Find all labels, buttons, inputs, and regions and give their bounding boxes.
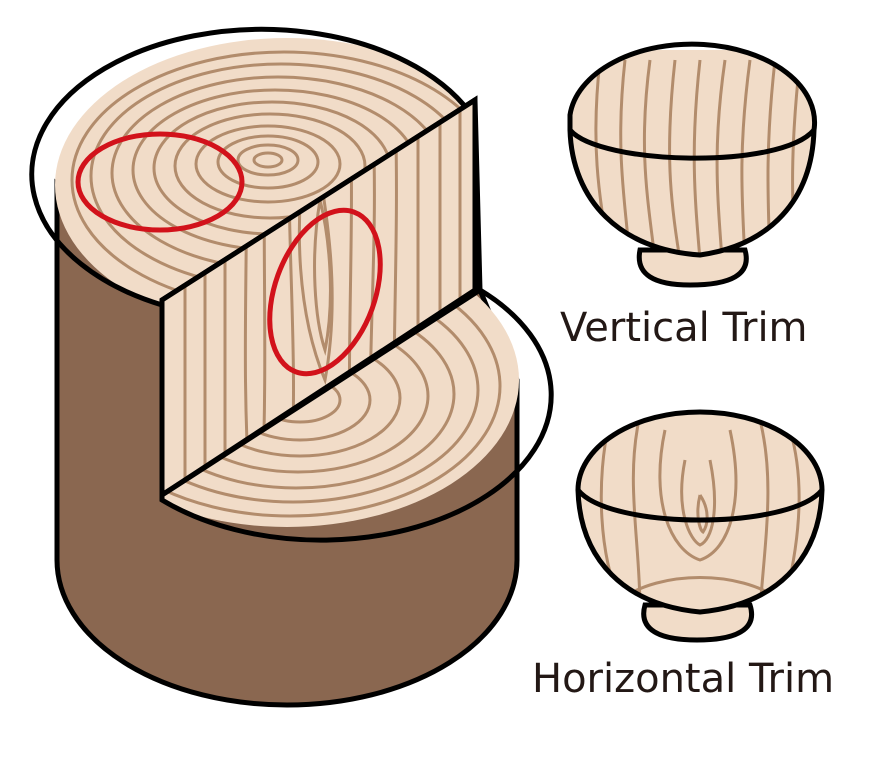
highlight-side-grain	[267, 207, 383, 377]
highlight-end-grain	[75, 131, 245, 233]
top-outline	[29, 26, 478, 309]
lower-outline	[159, 287, 554, 543]
vertical-trim-label: Vertical Trim	[560, 305, 808, 351]
bowl-horizontal-trim	[575, 409, 825, 643]
bowl-vertical-trim	[567, 41, 818, 288]
horizontal-trim-label: Horizontal Trim	[532, 656, 835, 702]
